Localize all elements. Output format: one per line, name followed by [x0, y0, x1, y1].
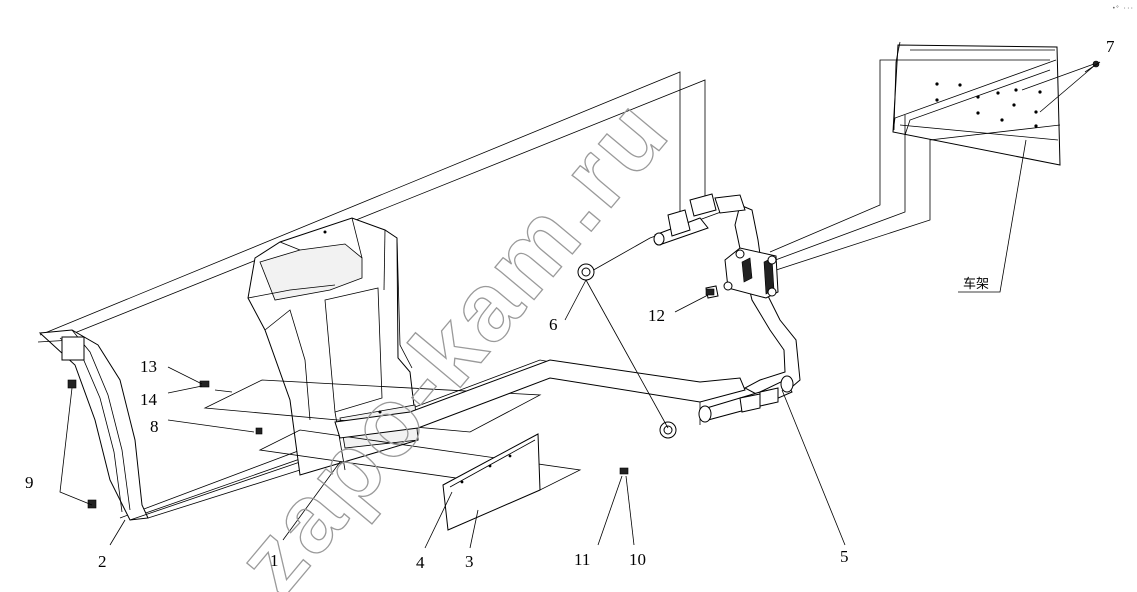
- callout-8: 8: [150, 417, 159, 436]
- mudguard-bracket: [247, 217, 419, 476]
- callout-9: 9: [25, 473, 34, 492]
- end-caps: [577, 263, 677, 439]
- callout-4: 4: [416, 553, 425, 572]
- callout-10: 10: [629, 550, 646, 569]
- callout-leaders: [59, 61, 1101, 549]
- frame-label: 车架: [963, 276, 989, 292]
- support-tube: [334, 193, 801, 439]
- callout-labels: 1 2 3 4 5 6 7 8 9 10 11 12 13 14: [25, 37, 1115, 572]
- callout-12: 12: [648, 306, 665, 325]
- fasteners: [67, 60, 1100, 509]
- frame-label-group: 车架: [958, 139, 1027, 293]
- callout-3: 3: [465, 552, 474, 571]
- clamp-plate: [705, 247, 779, 299]
- mudguard-panel: [37, 329, 301, 521]
- callout-5: 5: [840, 547, 849, 566]
- callout-13: 13: [140, 357, 157, 376]
- callout-6: 6: [549, 315, 558, 334]
- splash-flap: [442, 433, 541, 531]
- corner-mark: •° ···: [1112, 5, 1134, 12]
- callout-1: 1: [270, 551, 279, 570]
- frame-bolt-holes: [935, 82, 1042, 128]
- callout-14: 14: [140, 390, 158, 409]
- callout-7: 7: [1106, 37, 1115, 56]
- callout-11: 11: [574, 550, 590, 569]
- vehicle-frame: [892, 41, 1061, 166]
- callout-2: 2: [98, 552, 107, 571]
